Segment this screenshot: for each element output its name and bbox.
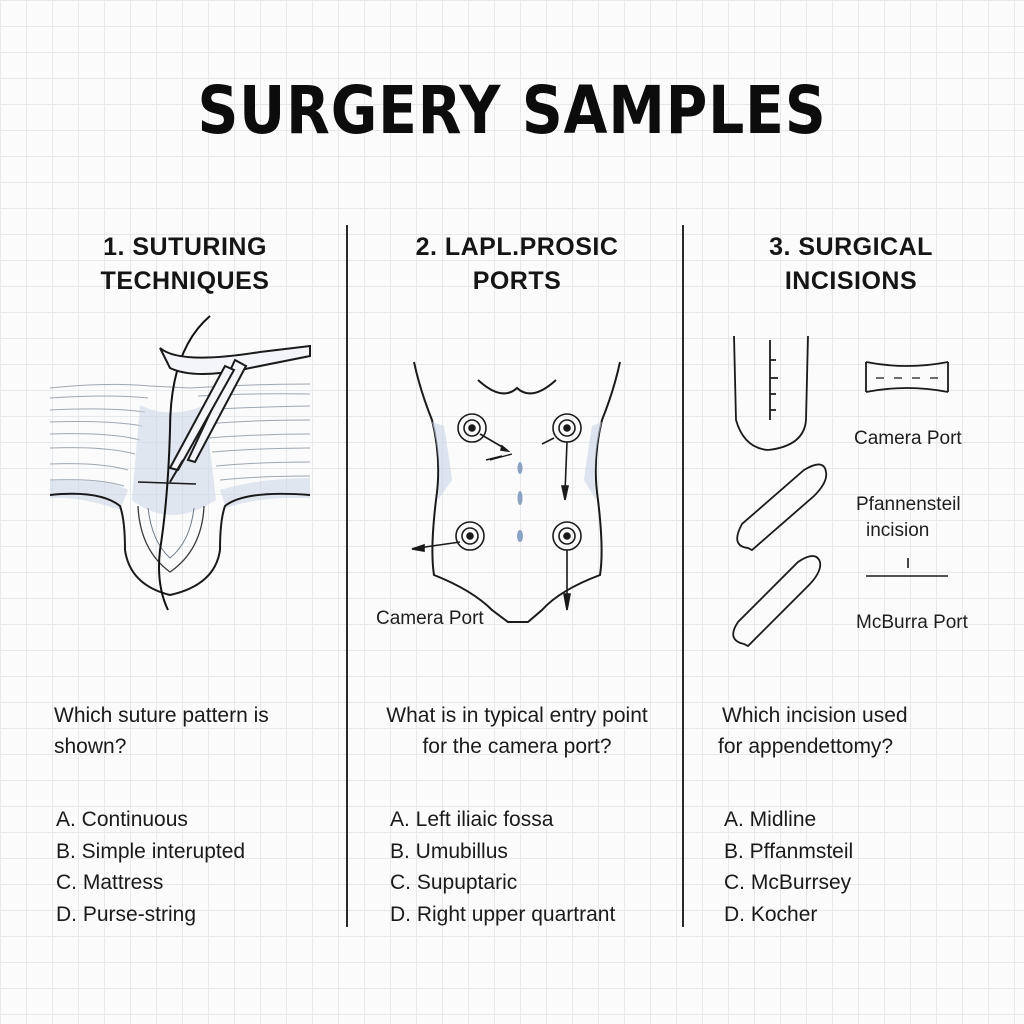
camera-port-label: Camera Port — [376, 608, 484, 629]
answer-option[interactable]: B. Umubillus — [390, 839, 508, 863]
suture-thread — [158, 315, 211, 611]
answer-option[interactable]: C. Mattress — [56, 871, 164, 894]
needle-holder-icon — [159, 344, 311, 472]
heading-line: PORTS — [472, 267, 562, 295]
midline-marks — [517, 462, 523, 542]
transverse-incision — [865, 361, 949, 393]
torso-illustration — [411, 361, 621, 623]
mcburra-port-label: McBurra Port — [856, 612, 968, 633]
question-line: for the camera port? — [422, 735, 612, 758]
answer-option[interactable]: D. Kocher — [724, 902, 818, 926]
question-line: What is in typical entry point — [386, 704, 648, 727]
answer-option[interactable]: A. Midline — [724, 808, 817, 831]
answer-option[interactable]: A. Continuous — [56, 808, 188, 831]
answer-option[interactable]: C. McBurrsey — [724, 871, 852, 894]
label-line: Pfannensteil — [856, 494, 961, 515]
question: Which suture pattern is shown? — [54, 700, 269, 762]
question-line: Which incision used — [722, 704, 908, 727]
section-suturing: 1. SUTURING TECHNIQUES — [20, 230, 350, 930]
answer-option[interactable]: D. Right upper quartrant — [390, 902, 616, 926]
question-line: for appendettomy? — [718, 735, 894, 758]
section-surgical-incisions: 3. SURGICAL INCISIONS Camera Port — [686, 230, 1016, 930]
label-line: incision — [866, 520, 930, 541]
answer-option[interactable]: B. Simple interupted — [56, 839, 246, 863]
laparoscopic-port-icon — [552, 521, 582, 611]
pfannenstiel-incision-label: Pfannensteil incision — [856, 492, 961, 544]
answer-option[interactable]: C. Supuptaric — [390, 871, 518, 894]
answer-options: A. Continuous B. Simple interupted C. Ma… — [56, 804, 245, 930]
skin-contour — [49, 492, 311, 597]
torso-outline — [413, 361, 621, 623]
heading-line: 2. LAPL.PROSIC — [415, 233, 619, 261]
question: Which incision used for appendettomy? — [718, 700, 908, 762]
page-title: SURGERY SAMPLES — [197, 72, 827, 149]
laparoscopic-port-icon — [541, 413, 582, 501]
incisions-illustration — [732, 335, 949, 648]
tissue-layers — [49, 383, 311, 487]
heading-line: INCISIONS — [784, 267, 918, 295]
section-heading: 1. SUTURING TECHNIQUES — [20, 230, 350, 298]
question: What is in typical entry point for the c… — [358, 700, 676, 762]
camera-port-label: Camera Port — [854, 428, 962, 449]
section-heading: 2. LAPL.PROSIC PORTS — [352, 230, 682, 298]
column-divider-right — [682, 225, 684, 927]
trocar-icon — [489, 453, 513, 461]
oblique-incision — [732, 555, 822, 648]
answer-option[interactable]: A. Left iliaic fossa — [390, 808, 554, 831]
question-line: shown? — [54, 735, 127, 758]
section-laparoscopic-ports: 2. LAPL.PROSIC PORTS — [352, 230, 682, 930]
inner-fold — [137, 505, 205, 573]
answer-options: A. Midline B. Pffanmsteil C. McBurrsey D… — [724, 804, 853, 930]
laparoscopic-port-icon — [411, 521, 485, 552]
heading-line: 3. SURGICAL — [769, 233, 933, 261]
column-divider-left — [346, 225, 348, 927]
midline-incision — [733, 335, 809, 451]
answer-options: A. Left iliaic fossa B. Umubillus C. Sup… — [390, 804, 615, 930]
torso-shading — [432, 422, 602, 500]
heading-line: 1. SUTURING — [103, 233, 267, 261]
heading-line: TECHNIQUES — [100, 267, 270, 295]
answer-option[interactable]: B. Pffanmsteil — [724, 839, 854, 863]
mcburney-cross — [866, 558, 948, 577]
suture-illustration — [49, 315, 311, 611]
answer-option[interactable]: D. Purse-string — [56, 902, 197, 926]
oblique-incision — [736, 463, 828, 552]
question-line: Which suture pattern is — [54, 704, 269, 727]
laparoscopic-port-icon — [457, 413, 511, 461]
section-heading: 3. SURGICAL INCISIONS — [686, 230, 1016, 298]
